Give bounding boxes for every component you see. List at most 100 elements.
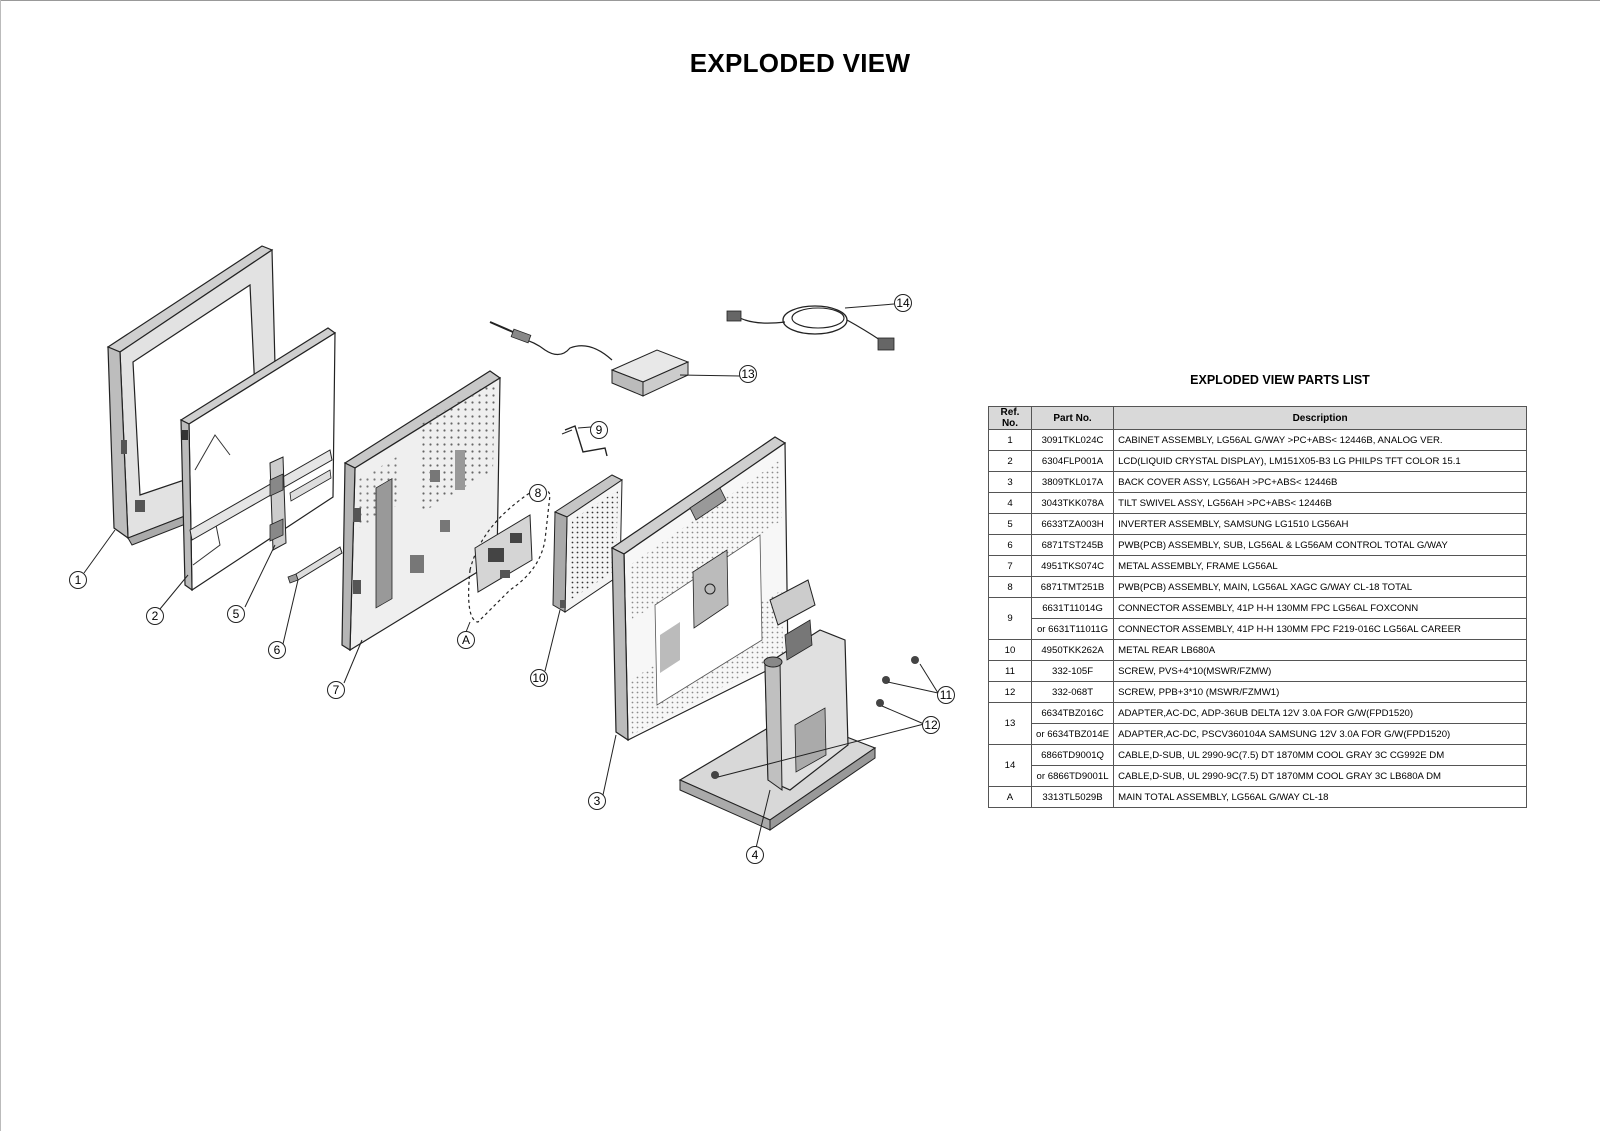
ref-cell: 7	[988, 555, 1032, 577]
callout-3: 3	[588, 792, 606, 810]
metal-frame	[341, 370, 502, 652]
page-title: EXPLODED VIEW	[689, 48, 911, 78]
callout-A: A	[457, 631, 475, 649]
inverter-assembly	[189, 449, 333, 551]
page-border-top	[0, 0, 1600, 1]
part-no-cell: 6631T11014G	[1030, 597, 1115, 619]
part-no-cell: 3043TKK078A	[1030, 492, 1115, 514]
table-row: 4 3043TKK078A TILT SWIVEL ASSY, LG56AH >…	[988, 492, 1528, 514]
description-cell: CABLE,D-SUB, UL 2990-9C(7.5) DT 1870MM C…	[1113, 765, 1528, 787]
callout-7: 7	[327, 681, 345, 699]
ref-cell: 14	[988, 744, 1032, 787]
part-no-cell: or 6866TD9001L	[1030, 765, 1115, 787]
callout-5: 5	[227, 605, 245, 623]
callout-6-label: 6	[274, 643, 281, 657]
tilt-swivel-stand	[678, 579, 877, 831]
back-cover	[610, 436, 789, 742]
table-row: 12 332-068T SCREW, PPB+3*10 (MSWR/FZMW1)	[988, 681, 1528, 703]
callout-4: 4	[746, 846, 764, 864]
table-row: 14 6866TD9001Q CABLE,D-SUB, UL 2990-9C(7…	[988, 744, 1528, 787]
ref-cell: 11	[988, 660, 1032, 682]
description-cell: CONNECTOR ASSEMBLY, 41P H-H 130MM FPC F2…	[1113, 618, 1528, 640]
metal-rear-shield	[552, 474, 623, 613]
table-row: or 6866TD9001L CABLE,D-SUB, UL 2990-9C(7…	[989, 765, 1528, 787]
description-cell: PWB(PCB) ASSEMBLY, MAIN, LG56AL XAGC G/W…	[1113, 576, 1528, 598]
table-row: 3 3809TKL017A BACK COVER ASSY, LG56AH >P…	[988, 471, 1528, 493]
part-no-cell: 4951TKS074C	[1030, 555, 1115, 577]
description-cell: MAIN TOTAL ASSEMBLY, LG56AL G/WAY CL-18	[1113, 786, 1528, 808]
lcd-panel	[179, 327, 337, 592]
header-description: Description	[1113, 406, 1528, 430]
description-cell: BACK COVER ASSY, LG56AH >PC+ABS< 12446B	[1113, 471, 1528, 493]
ref-cell: A	[988, 786, 1032, 808]
main-pcb-assembly	[468, 488, 551, 623]
ref-cell: 9	[988, 597, 1032, 640]
ref-cell: 3	[988, 471, 1032, 493]
ref-cell: 12	[988, 681, 1032, 703]
callout-1: 1	[69, 571, 87, 589]
header-part-no: Part No.	[1030, 406, 1115, 430]
table-row: 8 6871TMT251B PWB(PCB) ASSEMBLY, MAIN, L…	[988, 576, 1528, 598]
callout-4-label: 4	[752, 848, 759, 862]
table-row: or 6634TBZ014E ADAPTER,AC-DC, PSCV360104…	[989, 723, 1528, 745]
part-no-cell: 332-068T	[1030, 681, 1115, 703]
dsub-cable	[726, 305, 895, 351]
table-row: 9 6631T11014G CONNECTOR ASSEMBLY, 41P H-…	[988, 597, 1528, 640]
callout-12-label: 12	[924, 718, 938, 732]
header-ref-no: Ref. No.	[988, 406, 1032, 430]
callout-8: 8	[529, 484, 547, 502]
part-no-cell: 4950TKK262A	[1030, 639, 1115, 661]
callout-13-label: 13	[741, 367, 755, 381]
callout-9: 9	[590, 421, 608, 439]
part-no-cell: 6634TBZ016C	[1030, 702, 1115, 724]
ac-adapter	[489, 321, 690, 397]
callout-2: 2	[146, 607, 164, 625]
table-row: 13 6634TBZ016C ADAPTER,AC-DC, ADP-36UB D…	[988, 702, 1528, 745]
ref-cell: 8	[988, 576, 1032, 598]
part-no-cell: 6871TMT251B	[1030, 576, 1115, 598]
part-no-cell: or 6631T11011G	[1030, 618, 1115, 640]
description-cell: TILT SWIVEL ASSY, LG56AH >PC+ABS< 12446B	[1113, 492, 1528, 514]
description-cell: SCREW, PVS+4*10(MSWR/FZMW)	[1113, 660, 1528, 682]
ref-cell: 10	[988, 639, 1032, 661]
callout-7-label: 7	[333, 683, 340, 697]
callout-A-label: A	[462, 633, 470, 647]
sub-pcb	[287, 546, 343, 584]
callout-3-label: 3	[594, 794, 601, 808]
table-row: 5 6633TZA003H INVERTER ASSEMBLY, SAMSUNG…	[988, 513, 1528, 535]
description-cell: ADAPTER,AC-DC, PSCV360104A SAMSUNG 12V 3…	[1113, 723, 1528, 745]
description-cell: CABINET ASSEMBLY, LG56AL G/WAY >PC+ABS< …	[1113, 429, 1528, 451]
table-row: 10 4950TKK262A METAL REAR LB680A	[988, 639, 1528, 661]
description-cell: LCD(LIQUID CRYSTAL DISPLAY), LM151X05-B3…	[1113, 450, 1528, 472]
ref-cell: 13	[988, 702, 1032, 745]
part-no-cell: or 6634TBZ014E	[1030, 723, 1115, 745]
table-row: 7 4951TKS074C METAL ASSEMBLY, FRAME LG56…	[988, 555, 1528, 577]
table-row: A 3313TL5029B MAIN TOTAL ASSEMBLY, LG56A…	[988, 786, 1528, 808]
callout-5-label: 5	[233, 607, 240, 621]
description-cell: ADAPTER,AC-DC, ADP-36UB DELTA 12V 3.0A F…	[1113, 702, 1528, 724]
callout-1-label: 1	[75, 573, 82, 587]
description-cell: CABLE,D-SUB, UL 2990-9C(7.5) DT 1870MM C…	[1113, 744, 1528, 766]
callout-13: 13	[739, 365, 757, 383]
part-no-cell: 3313TL5029B	[1030, 786, 1115, 808]
table-row: 2 6304FLP001A LCD(LIQUID CRYSTAL DISPLAY…	[988, 450, 1528, 472]
part-no-cell: 6633TZA003H	[1030, 513, 1115, 535]
description-cell: METAL REAR LB680A	[1113, 639, 1528, 661]
part-no-cell: 6871TST245B	[1030, 534, 1115, 556]
description-cell: SCREW, PPB+3*10 (MSWR/FZMW1)	[1113, 681, 1528, 703]
ref-cell: 6	[988, 534, 1032, 556]
callout-14: 14	[894, 294, 912, 312]
table-row: 1 3091TKL024C CABINET ASSEMBLY, LG56AL G…	[988, 429, 1528, 451]
part-no-cell: 3809TKL017A	[1030, 471, 1115, 493]
ref-cell: 4	[988, 492, 1032, 514]
parts-list-table: Ref. No. Part No. Description 1 3091TKL0…	[988, 406, 1528, 808]
callout-11: 11	[937, 686, 955, 704]
connector-fpc	[561, 425, 608, 457]
description-cell: METAL ASSEMBLY, FRAME LG56AL	[1113, 555, 1528, 577]
parts-list-title: EXPLODED VIEW PARTS LIST	[1190, 373, 1370, 387]
ref-cell: 5	[988, 513, 1032, 535]
callout-11-label: 11	[940, 688, 953, 702]
callout-2-label: 2	[152, 609, 159, 623]
part-no-cell: 332-105F	[1030, 660, 1115, 682]
